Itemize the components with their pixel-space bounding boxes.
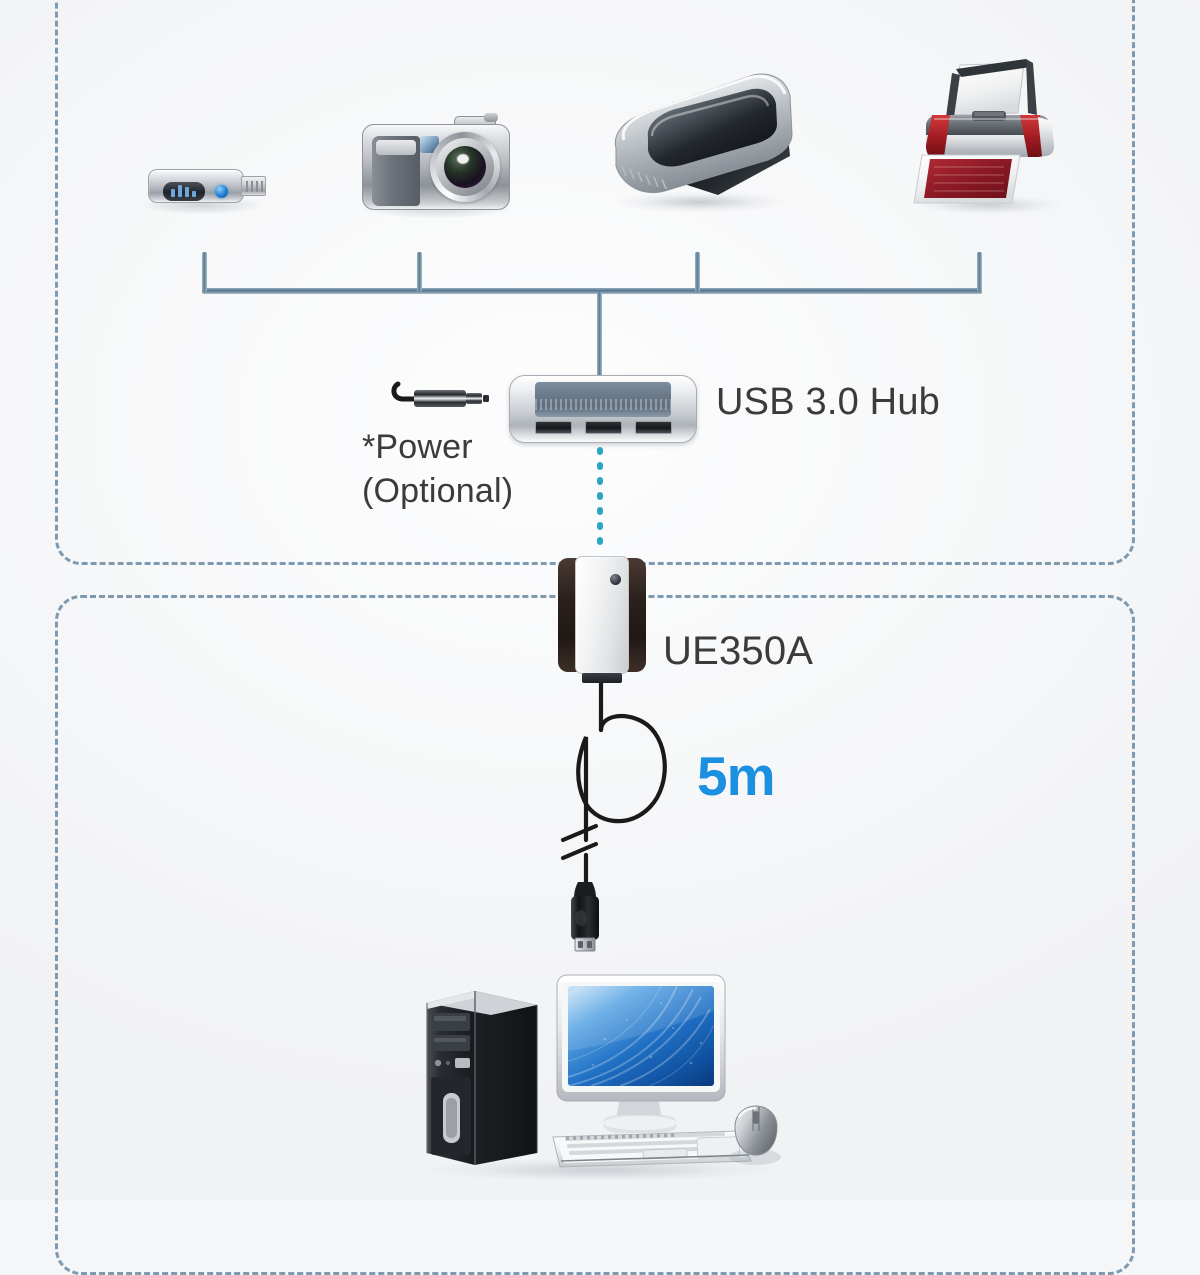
computer-keyboard <box>552 1130 752 1168</box>
flash-drive-window <box>163 182 205 201</box>
power-label: *Power (Optional) <box>362 425 513 513</box>
digital-camera <box>358 110 514 218</box>
hard-drive-graphic <box>612 73 793 213</box>
hub-top-panel <box>535 382 671 417</box>
hub-label: USB 3.0 Hub <box>716 381 940 423</box>
ue350a-adapter <box>556 556 648 683</box>
camera-shutter-button <box>484 113 498 122</box>
hub-port-3 <box>635 421 672 434</box>
computer-graphic <box>420 974 781 1182</box>
hub-port-1 <box>535 421 572 434</box>
camera-grip-highlight <box>376 140 416 155</box>
power-adapter-plug <box>390 378 498 418</box>
camera-lens-glass <box>444 146 486 188</box>
usb-flash-drive <box>140 163 268 214</box>
flash-drive-body <box>148 169 244 203</box>
ue350a-front-panel <box>575 556 629 674</box>
ue350a-cable-boot <box>582 673 622 683</box>
power-plug-icon <box>391 381 489 407</box>
external-hard-drive <box>600 70 800 215</box>
ue350a-label: UE350A <box>663 629 814 673</box>
computer-monitor <box>556 974 726 1133</box>
hub-texture <box>535 399 671 410</box>
camera-lens-ring <box>436 138 494 196</box>
flash-drive-led <box>215 185 228 198</box>
hub-port-2 <box>585 421 622 434</box>
ue350a-left-wing <box>558 558 579 672</box>
desktop-computer <box>405 965 795 1182</box>
flash-drive-connector <box>241 176 266 196</box>
usb-type-a-plug <box>553 882 617 954</box>
computer-mouse <box>729 1105 781 1165</box>
cable-length-label: 5m <box>697 745 775 807</box>
ue350a-right-wing <box>625 558 646 672</box>
printer <box>900 55 1070 220</box>
usb-plug-graphic <box>571 882 599 952</box>
ue350a-led <box>610 574 621 585</box>
camera-lens-glint <box>456 154 469 165</box>
camera-lens <box>430 132 500 202</box>
power-label-line2: (Optional) <box>362 472 514 510</box>
usb-3-hub <box>509 375 697 443</box>
printer-graphic <box>912 59 1064 215</box>
computer-tower <box>426 991 538 1165</box>
power-label-line1: *Power <box>362 428 473 466</box>
